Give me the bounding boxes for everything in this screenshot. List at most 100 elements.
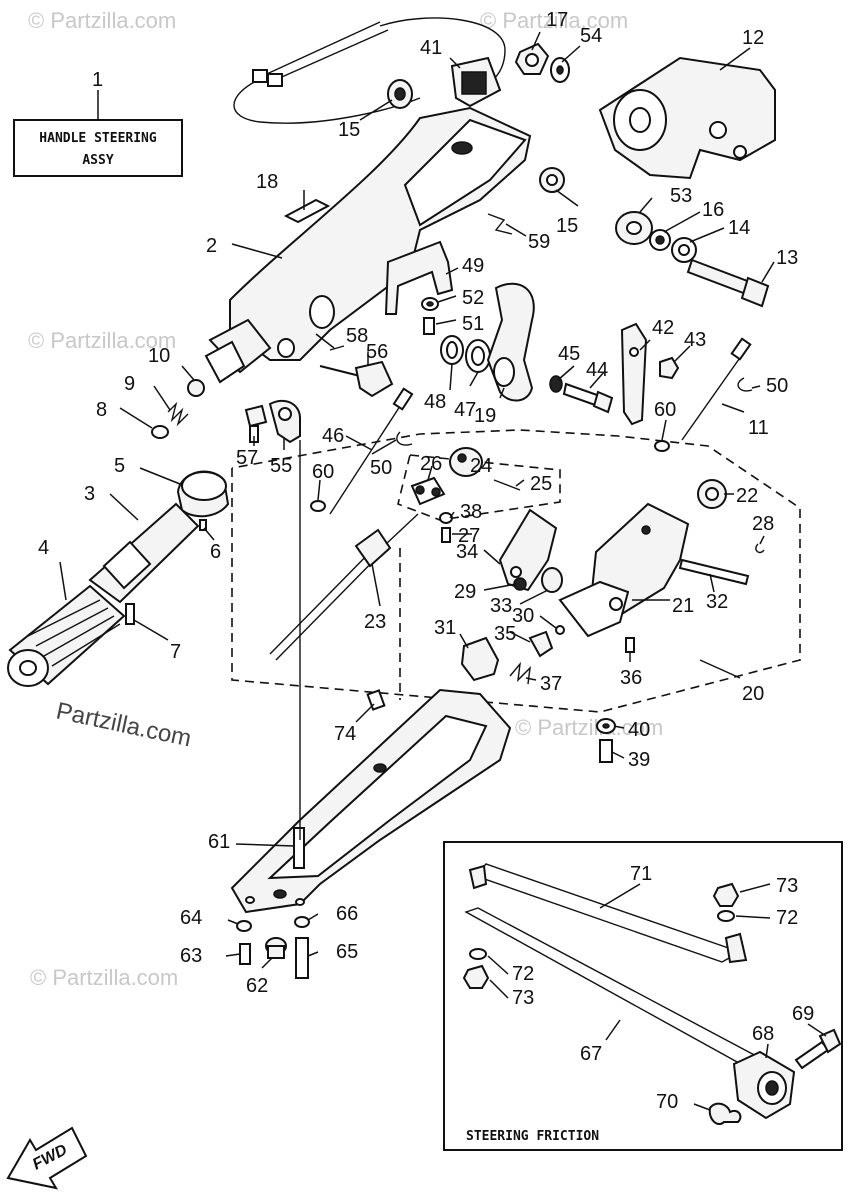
pin-74 bbox=[366, 689, 386, 711]
callout-12: 12 bbox=[742, 27, 764, 49]
bolt-13 bbox=[686, 258, 770, 308]
bracket-21 bbox=[558, 502, 690, 638]
callout-57: 57 bbox=[236, 447, 258, 469]
callout-59: 59 bbox=[528, 231, 550, 253]
washer-72-bottom bbox=[469, 948, 487, 960]
handle-steering-label-line2: ASSY bbox=[82, 153, 113, 168]
callout-29: 29 bbox=[454, 581, 476, 603]
callout-72-bottom: 72 bbox=[512, 963, 534, 985]
bushing-15-top bbox=[387, 79, 413, 109]
callout-35: 35 bbox=[494, 623, 516, 645]
knob-35 bbox=[528, 630, 554, 658]
collar-5 bbox=[176, 470, 230, 518]
callout-50-right: 50 bbox=[766, 375, 788, 397]
callout-61: 61 bbox=[208, 831, 230, 853]
spring-37 bbox=[509, 661, 531, 685]
callout-21: 21 bbox=[672, 595, 694, 617]
spring-9 bbox=[167, 401, 189, 427]
callout-28: 28 bbox=[752, 513, 774, 535]
callout-6: 6 bbox=[210, 541, 221, 563]
washer-8 bbox=[151, 425, 169, 439]
callout-11: 11 bbox=[748, 417, 769, 439]
plug-62 bbox=[265, 937, 287, 959]
lever-19 bbox=[486, 282, 535, 402]
callout-31: 31 bbox=[434, 617, 456, 639]
callout-51: 51 bbox=[462, 313, 484, 335]
fwd-arrow: FWD bbox=[6, 1126, 88, 1190]
bolt-65 bbox=[295, 937, 309, 979]
callout-69: 69 bbox=[792, 1003, 814, 1025]
callout-10: 10 bbox=[148, 345, 170, 367]
cable-23 bbox=[269, 513, 419, 661]
spring-25 bbox=[493, 479, 521, 491]
callout-15-top: 15 bbox=[338, 119, 360, 141]
grommet-41 bbox=[450, 56, 502, 108]
roller-33 bbox=[541, 567, 563, 593]
seal-48 bbox=[440, 335, 464, 365]
callout-26: 26 bbox=[420, 453, 442, 475]
callout-66: 66 bbox=[336, 903, 358, 925]
handle-steering-assy-label: HANDLE STEERING ASSY bbox=[13, 90, 183, 177]
steering-arm-2 bbox=[204, 106, 532, 384]
callout-16: 16 bbox=[702, 199, 724, 221]
callout-41: 41 bbox=[420, 37, 442, 59]
washer-72-top bbox=[717, 910, 735, 922]
callout-49: 49 bbox=[462, 255, 484, 277]
callout-70: 70 bbox=[656, 1091, 678, 1113]
callout-30: 30 bbox=[512, 605, 534, 627]
wing-nut-70 bbox=[708, 1102, 742, 1126]
callout-67: 67 bbox=[580, 1043, 602, 1065]
leader-lines bbox=[59, 31, 827, 1111]
callout-3: 3 bbox=[84, 483, 95, 505]
washer-14 bbox=[671, 237, 697, 263]
bolt-63 bbox=[239, 943, 251, 965]
pin-32 bbox=[678, 558, 750, 586]
callout-58: 58 bbox=[346, 325, 368, 347]
callout-64: 64 bbox=[180, 907, 202, 929]
callout-47: 47 bbox=[454, 399, 476, 421]
callout-numbers: 1 2 3 4 5 6 7 8 9 10 11 12 13 14 15 15 1… bbox=[38, 9, 814, 1113]
cam-34 bbox=[498, 508, 558, 592]
nut-73-bottom bbox=[462, 964, 490, 989]
callout-50-left: 50 bbox=[370, 457, 392, 479]
callout-27: 27 bbox=[458, 525, 480, 547]
washer-30 bbox=[555, 625, 565, 635]
nut-73-top bbox=[712, 882, 740, 907]
callout-40: 40 bbox=[628, 719, 650, 741]
callout-73-bottom: 73 bbox=[512, 987, 534, 1009]
callout-23: 23 bbox=[364, 611, 386, 633]
callout-24: 24 bbox=[470, 455, 492, 477]
bolt-39 bbox=[599, 739, 613, 763]
washer-64 bbox=[236, 920, 252, 932]
washer-60-left bbox=[310, 500, 326, 512]
arm-42 bbox=[620, 322, 648, 426]
callout-13: 13 bbox=[776, 247, 798, 269]
callout-56: 56 bbox=[366, 341, 388, 363]
callout-25: 25 bbox=[530, 473, 552, 495]
clip-50-right bbox=[737, 377, 753, 392]
washer-66 bbox=[294, 916, 310, 928]
screw-27 bbox=[441, 527, 451, 543]
rod-11 bbox=[681, 337, 752, 441]
callout-43: 43 bbox=[684, 329, 706, 351]
callout-68: 68 bbox=[752, 1023, 774, 1045]
bolt-57 bbox=[244, 404, 268, 443]
grip-4 bbox=[7, 584, 126, 687]
clip-59 bbox=[487, 213, 513, 235]
watermark-top-center: © Partzilla.com bbox=[480, 8, 628, 33]
watermark-bottom-left: © Partzilla.com bbox=[30, 965, 178, 990]
callout-54: 54 bbox=[580, 25, 602, 47]
spring-58 bbox=[329, 345, 345, 351]
callout-38: 38 bbox=[460, 501, 482, 523]
callout-45: 45 bbox=[558, 343, 580, 365]
bracket-55 bbox=[268, 399, 301, 444]
callout-4: 4 bbox=[38, 537, 49, 559]
callout-44: 44 bbox=[586, 359, 608, 381]
nut-43 bbox=[659, 356, 680, 380]
callout-71: 71 bbox=[630, 863, 652, 885]
callout-65: 65 bbox=[336, 941, 358, 963]
watermark-center: © Partzilla.com bbox=[515, 715, 663, 740]
watermark-left-mid: © Partzilla.com bbox=[28, 328, 176, 353]
watermark-main: Partzilla.com bbox=[54, 697, 194, 752]
rod-46 bbox=[329, 387, 414, 515]
